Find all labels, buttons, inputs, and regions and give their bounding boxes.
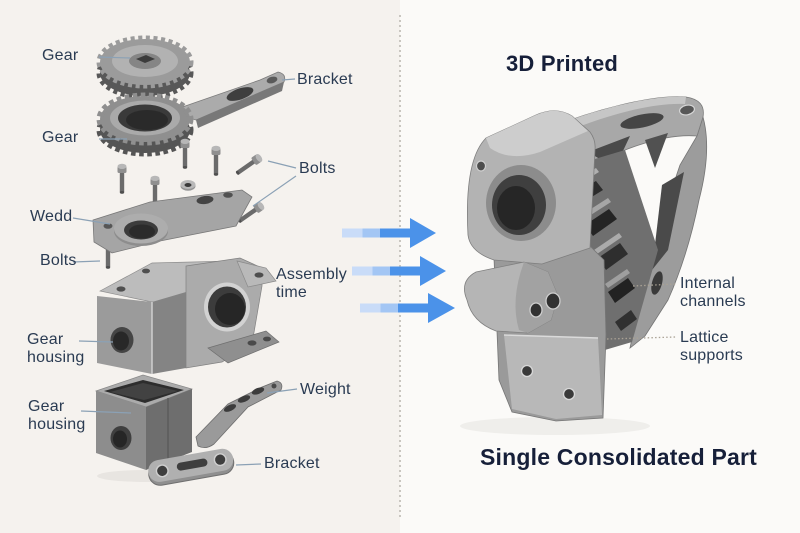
label-internal-channels: Internal channels bbox=[680, 275, 746, 310]
label-gear-housing-lower: Gear housing bbox=[28, 398, 86, 433]
label-bolts-left: Bolts bbox=[40, 252, 77, 269]
title-3d-printed: 3D Printed bbox=[506, 51, 619, 76]
label-gear-top: Gear bbox=[42, 47, 79, 64]
arrow-right-3 bbox=[360, 293, 455, 323]
gear-housing-lower-part bbox=[94, 374, 194, 482]
leader-bracket-bottom bbox=[235, 463, 262, 466]
label-weight: Weight bbox=[300, 381, 351, 398]
bracket-part-bottom bbox=[148, 448, 235, 486]
wedd-plate-part bbox=[92, 189, 253, 254]
label-gear-housing-upper: Gear housing bbox=[27, 331, 85, 366]
gear-housing-upper-part bbox=[97, 257, 280, 374]
leader-bolts-right-b bbox=[252, 175, 297, 207]
leader-lattice-supports bbox=[606, 336, 677, 340]
leader-gear-housing-lower bbox=[80, 410, 132, 414]
label-lattice-supports: Lattice supports bbox=[680, 329, 743, 364]
weight-part bbox=[195, 380, 283, 448]
arrow-right-1 bbox=[342, 218, 436, 248]
leader-gear-top bbox=[98, 56, 131, 59]
leader-gear-housing-upper bbox=[78, 340, 114, 343]
label-bracket-bottom: Bracket bbox=[264, 455, 320, 472]
leader-bolts-right-a bbox=[267, 160, 297, 169]
label-bolts-right: Bolts bbox=[299, 160, 336, 177]
label-gear-mid: Gear bbox=[42, 129, 79, 146]
arrow-right-2 bbox=[352, 256, 446, 286]
leader-lines-left bbox=[72, 56, 298, 466]
bracket-gear-part bbox=[96, 71, 286, 157]
leader-bracket-top bbox=[281, 78, 296, 81]
label-assembly-time: Assembly time bbox=[276, 266, 347, 301]
leader-wedd bbox=[72, 217, 111, 225]
consolidated-part bbox=[460, 96, 708, 435]
label-bracket-top: Bracket bbox=[297, 71, 353, 88]
label-wedd: Wedd bbox=[30, 208, 73, 225]
title-single-consolidated-part: Single Consolidated Part bbox=[480, 444, 758, 470]
leader-weight bbox=[266, 388, 298, 394]
leader-lines-right bbox=[606, 283, 677, 340]
leader-bolts-left bbox=[72, 260, 101, 263]
bolts-parts bbox=[103, 138, 266, 269]
transition-arrows bbox=[342, 218, 455, 323]
gear-part-top bbox=[96, 35, 194, 100]
